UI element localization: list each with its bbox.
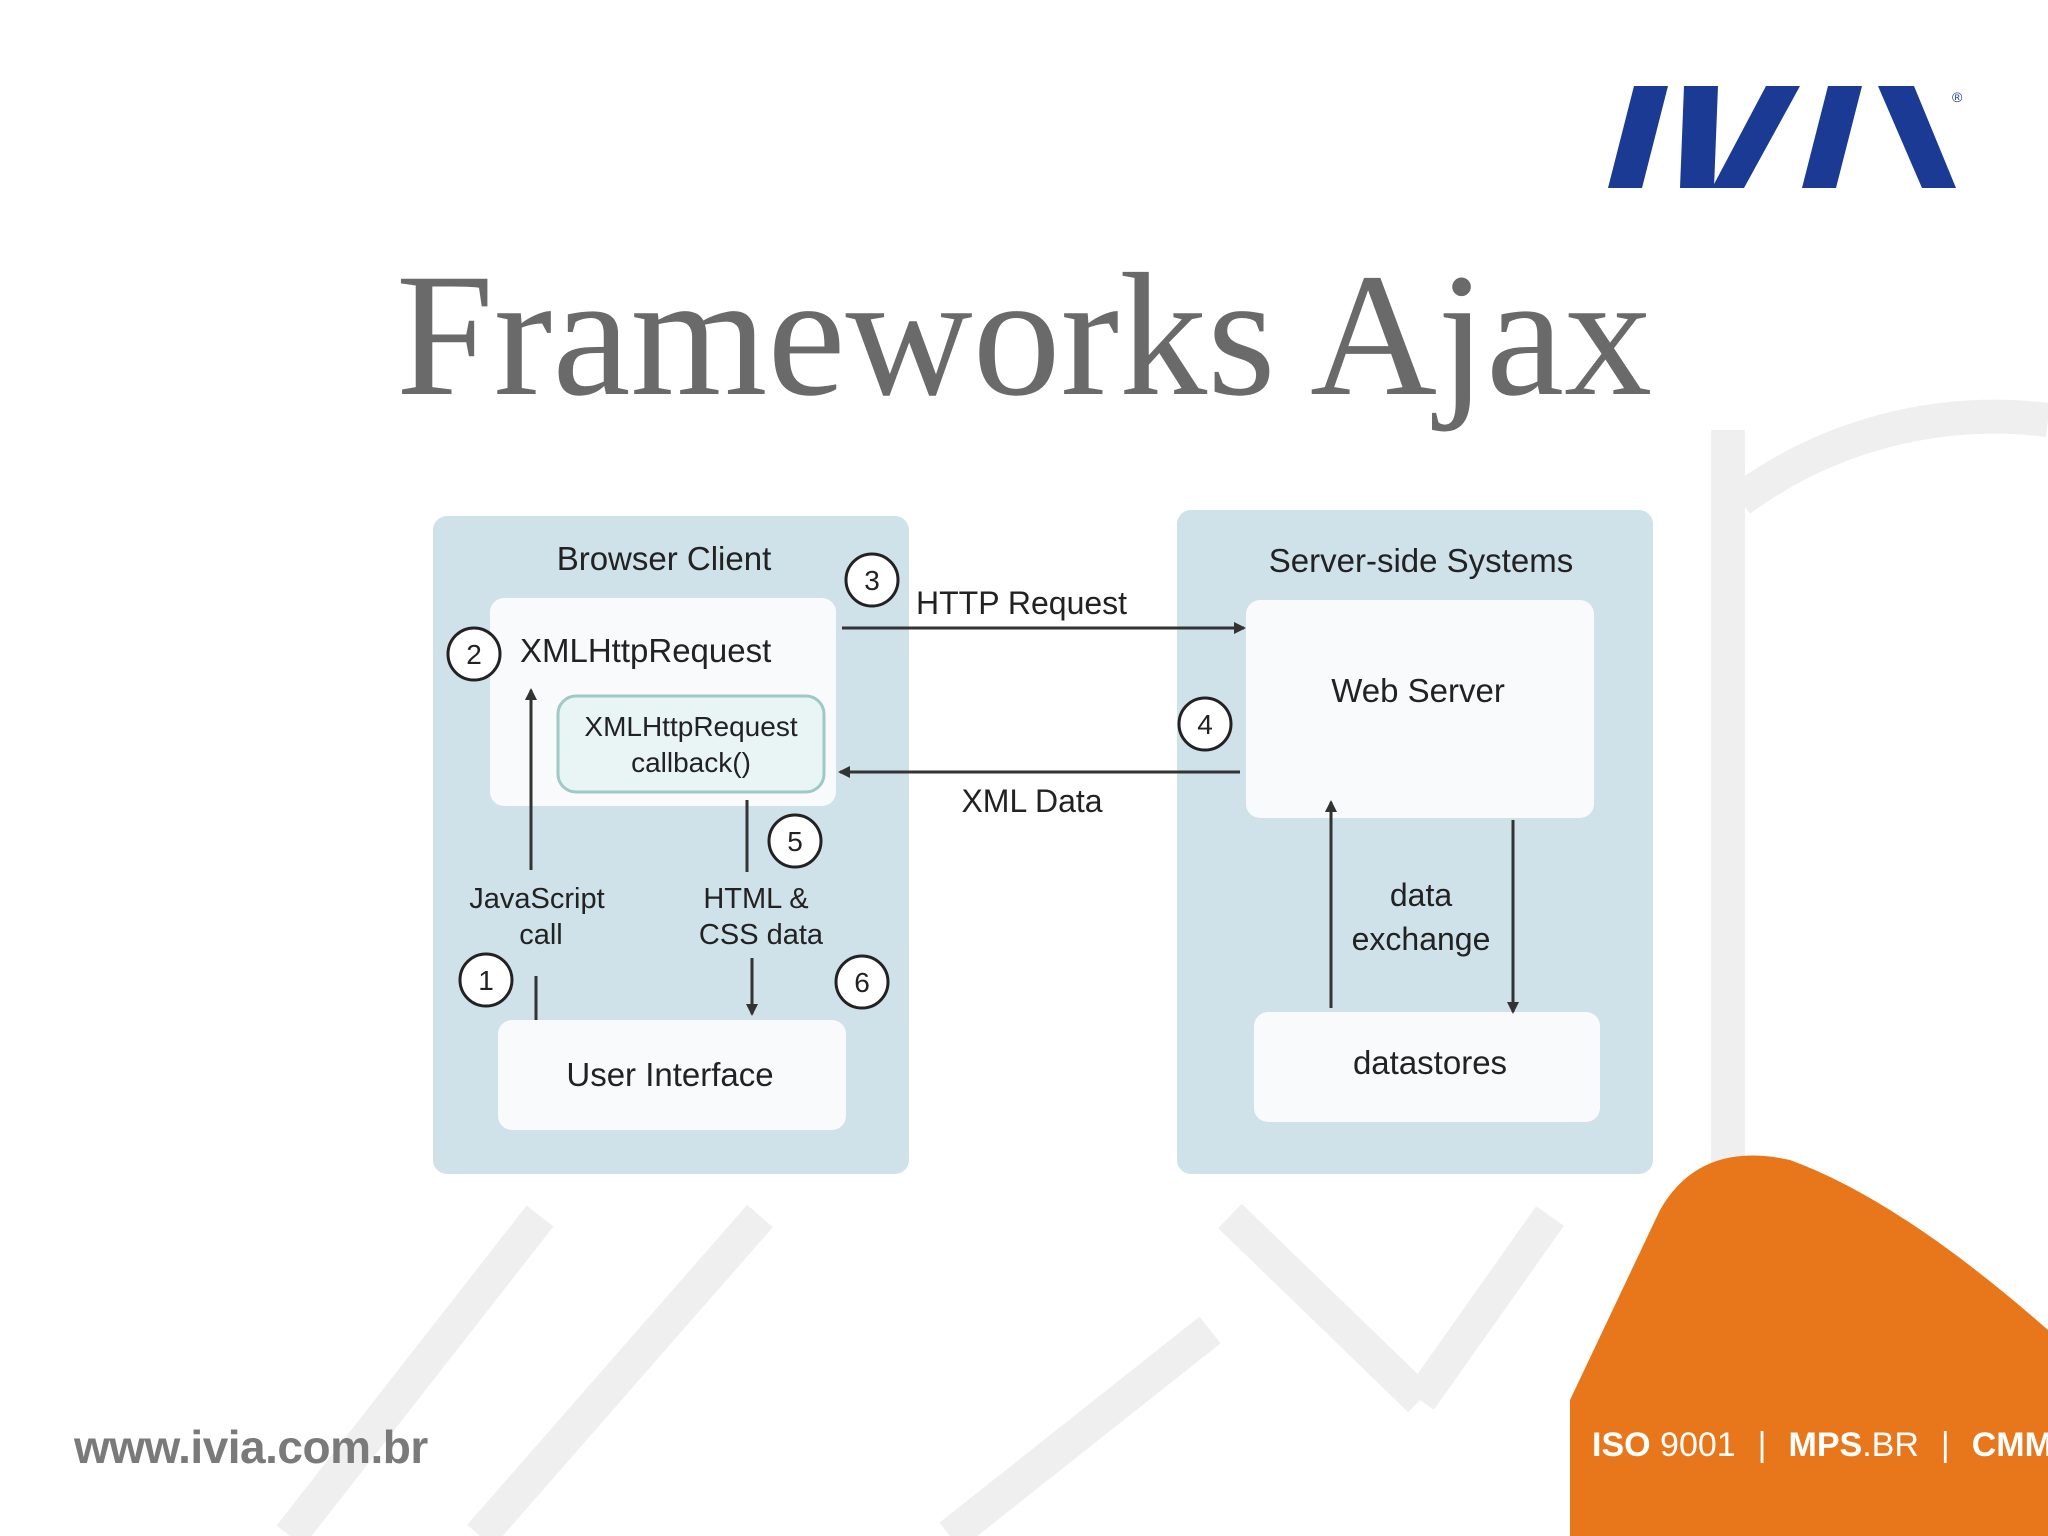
step-4-label: 4 xyxy=(1197,709,1213,740)
iso-number: 9001 xyxy=(1660,1426,1736,1464)
registered-mark: ® xyxy=(1952,89,1963,105)
user-interface-label: User Interface xyxy=(566,1056,773,1093)
javascript-call-line2: call xyxy=(519,919,563,951)
step-5-label: 5 xyxy=(787,826,803,857)
separator-2: | xyxy=(1940,1426,1950,1464)
web-server-box xyxy=(1246,600,1594,818)
step-6-circle xyxy=(834,954,890,1010)
datastores-label: datastores xyxy=(1353,1044,1507,1081)
user-interface-box xyxy=(498,1020,846,1130)
cmmi-label: CMMI xyxy=(1971,1426,2048,1464)
step-1-label: 1 xyxy=(478,965,494,996)
step-1-circle xyxy=(458,952,514,1008)
website-url: www.ivia.com.br xyxy=(74,1421,428,1473)
separator-1: | xyxy=(1757,1426,1767,1464)
step-3-label: 3 xyxy=(864,565,880,596)
html-css-line2: CSS data xyxy=(699,919,824,951)
data-exchange-line1: data xyxy=(1390,877,1452,913)
step-4-circle xyxy=(1177,696,1233,752)
mps-suffix: .BR xyxy=(1862,1426,1919,1464)
step-2-circle xyxy=(446,626,502,682)
callback-line1: XMLHttpRequest xyxy=(584,711,797,742)
xmlhttprequest-label: XMLHttpRequest xyxy=(520,632,771,669)
web-server-label: Web Server xyxy=(1331,672,1505,709)
step-6-label: 6 xyxy=(854,967,870,998)
server-title: Server-side Systems xyxy=(1269,542,1573,579)
http-request-label: HTTP Request xyxy=(916,585,1127,621)
javascript-call-line1: JavaScript xyxy=(469,883,604,915)
certifications: ISO 9001 | MPS.BR | CMMI xyxy=(1592,1426,2048,1465)
browser-client-title: Browser Client xyxy=(557,540,772,577)
datastores-box xyxy=(1254,1012,1600,1122)
data-exchange-line2: exchange xyxy=(1352,921,1491,957)
step-5-circle xyxy=(767,813,823,869)
ivia-logo: ® xyxy=(1608,86,1963,188)
html-css-line1: HTML & xyxy=(703,883,808,915)
step-3-circle xyxy=(844,552,900,608)
callback-line2: callback() xyxy=(631,747,751,778)
slide-title: Frameworks Ajax xyxy=(395,238,1653,433)
mps-label: MPS xyxy=(1788,1426,1863,1464)
iso-label: ISO xyxy=(1592,1426,1651,1464)
xml-data-label: XML Data xyxy=(961,783,1102,819)
callback-box xyxy=(556,694,826,794)
step-2-label: 2 xyxy=(466,639,482,670)
